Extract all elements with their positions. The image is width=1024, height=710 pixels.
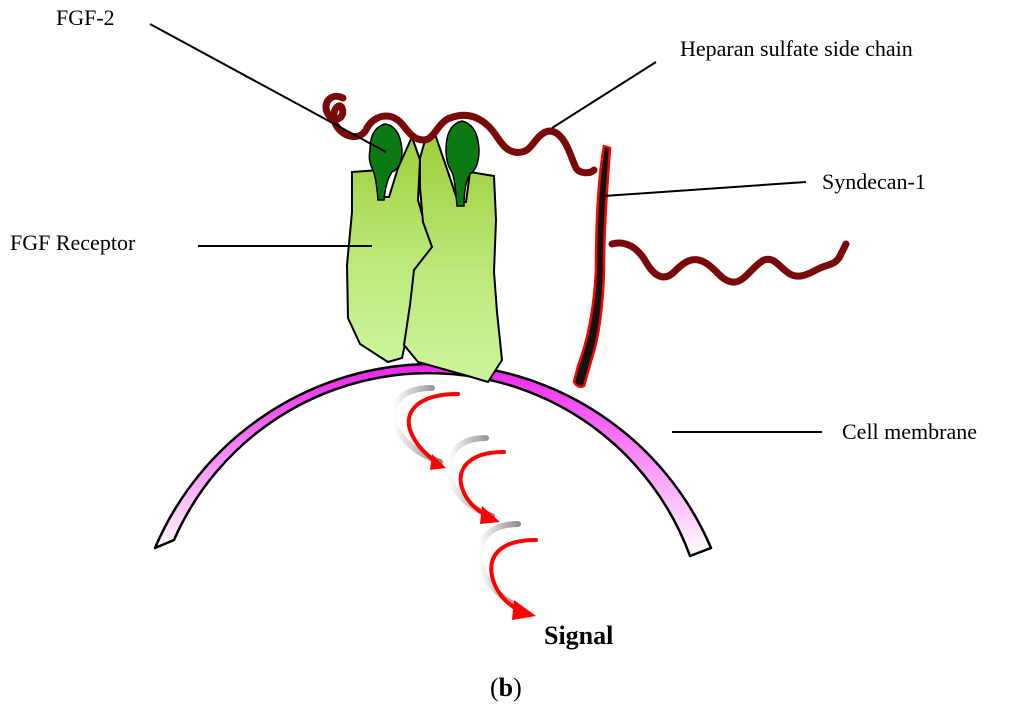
label-signal: Signal <box>544 621 613 650</box>
fgf2-molecule-left <box>368 123 403 201</box>
label-fgf2: FGF-2 <box>56 5 115 30</box>
panel-label: (b) <box>490 673 522 702</box>
panel-label-close: ) <box>513 673 522 702</box>
label-fgf-receptor: FGF Receptor <box>10 230 136 255</box>
heparan-sulfate-chain-right <box>608 239 850 286</box>
label-syndecan-1: Syndecan-1 <box>822 169 926 194</box>
label-cell-membrane: Cell membrane <box>842 419 977 444</box>
heparan-sulfate-chain-upper <box>322 93 598 177</box>
panel-label-letter: b <box>499 673 513 702</box>
cell-membrane <box>153 362 713 558</box>
leader-fgf2 <box>149 23 387 153</box>
panel-label-open: ( <box>490 673 499 702</box>
leader-heparan <box>551 61 657 129</box>
syndecan-1-core <box>572 144 612 389</box>
fgf2-molecule-right <box>445 120 480 207</box>
label-heparan-sulfate: Heparan sulfate side chain <box>680 36 913 61</box>
leader-syndecan <box>603 181 807 197</box>
signal-arrows <box>388 383 538 620</box>
